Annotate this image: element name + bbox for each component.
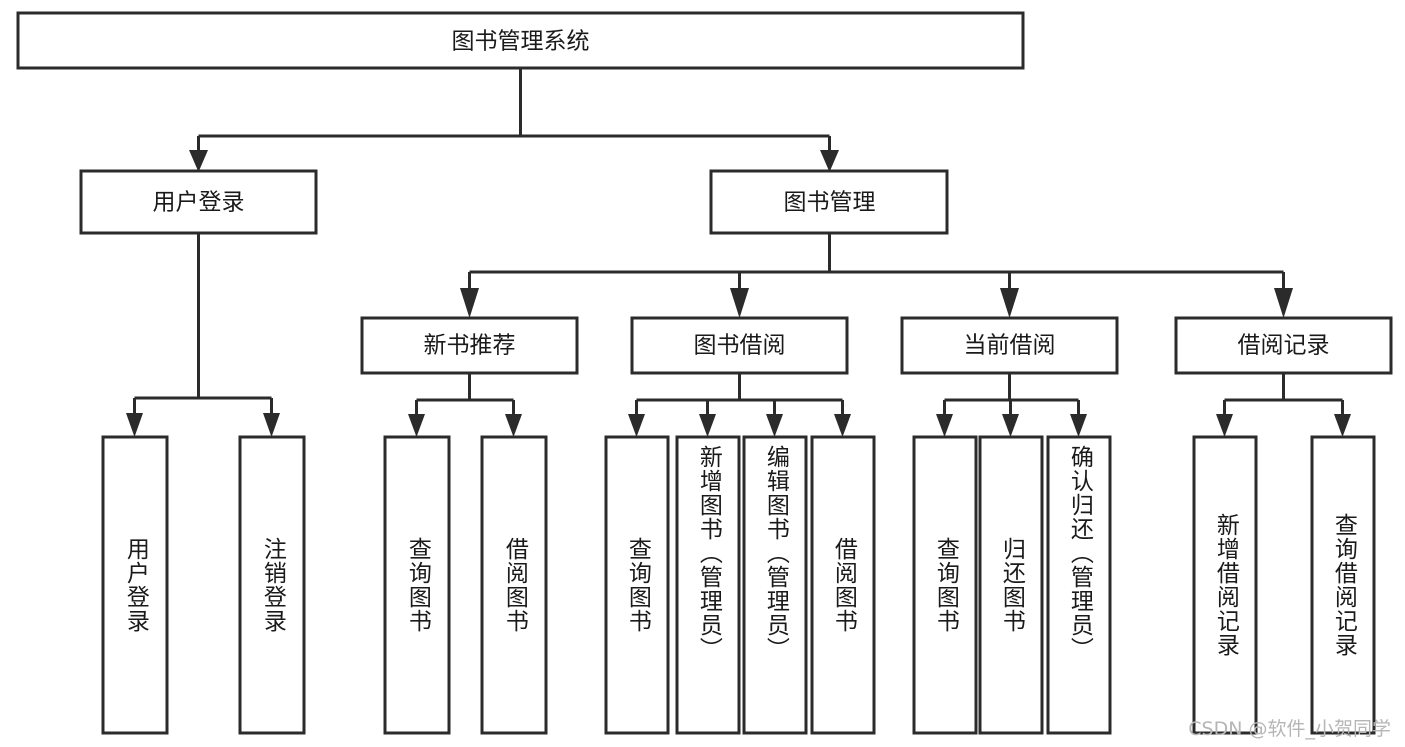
arrowhead-icon (766, 414, 783, 437)
arrowhead-icon (730, 288, 749, 318)
node-box[interactable] (675, 435, 741, 735)
connector-group (133, 68, 1344, 416)
node-box[interactable] (383, 435, 451, 735)
node-box (900, 316, 1119, 375)
node-box[interactable] (604, 435, 670, 735)
arrowhead-icon (505, 414, 522, 437)
watermark: CSDN @软件_小贺同学 (1188, 718, 1391, 740)
arrowhead-icon (820, 150, 839, 172)
node-box (16, 11, 1025, 70)
arrowhead-icon (1002, 414, 1019, 437)
node-box (630, 316, 849, 375)
arrowhead-icon (408, 414, 425, 437)
node-label: 图书管理系统 (452, 29, 590, 55)
node-borrow-record[interactable]: 借阅记录 (1174, 316, 1393, 375)
node-book-manage[interactable]: 图书管理 (709, 169, 949, 235)
node-box[interactable] (101, 435, 169, 735)
node-box[interactable] (912, 435, 978, 735)
arrowhead-group (126, 150, 1351, 437)
node-new-book-rec[interactable]: 新书推荐 (360, 316, 579, 375)
node-box[interactable] (978, 435, 1044, 735)
arrowhead-icon (1000, 288, 1019, 318)
node-box (709, 169, 949, 235)
arrowhead-icon (1070, 414, 1087, 437)
node-user-login[interactable]: 用户登录 (79, 169, 318, 235)
node-root[interactable]: 图书管理系统 (16, 11, 1025, 70)
node-label: 图书借阅 (694, 333, 786, 359)
arrowhead-icon (460, 288, 479, 318)
arrowhead-icon (936, 414, 953, 437)
arrowhead-icon (699, 414, 716, 437)
node-label: 当前借阅 (964, 333, 1056, 359)
arrowhead-icon (1216, 414, 1233, 437)
node-box[interactable] (1310, 435, 1376, 735)
node-box[interactable] (810, 435, 876, 735)
node-label: 借阅记录 (1238, 333, 1330, 359)
node-label: 图书管理 (784, 190, 876, 216)
node-label: 用户登录 (153, 190, 245, 216)
node-box[interactable] (238, 435, 306, 735)
node-box (1174, 316, 1393, 375)
arrowhead-icon (834, 414, 851, 437)
arrowhead-icon (126, 413, 143, 437)
arrowhead-icon (1274, 288, 1293, 318)
arrowhead-icon (628, 414, 645, 437)
node-box (79, 169, 318, 235)
node-box[interactable] (480, 435, 548, 735)
arrowhead-icon (1334, 414, 1351, 437)
node-current-borrow[interactable]: 当前借阅 (900, 316, 1119, 375)
arrowhead-icon (263, 413, 280, 437)
node-book-borrow[interactable]: 图书借阅 (630, 316, 849, 375)
node-box[interactable] (1046, 435, 1112, 735)
node-label: 新书推荐 (424, 333, 516, 359)
node-box (360, 316, 579, 375)
node-box[interactable] (1192, 435, 1258, 735)
node-box[interactable] (742, 435, 808, 735)
leaf-box-group (101, 435, 1376, 735)
arrowhead-icon (189, 150, 208, 172)
